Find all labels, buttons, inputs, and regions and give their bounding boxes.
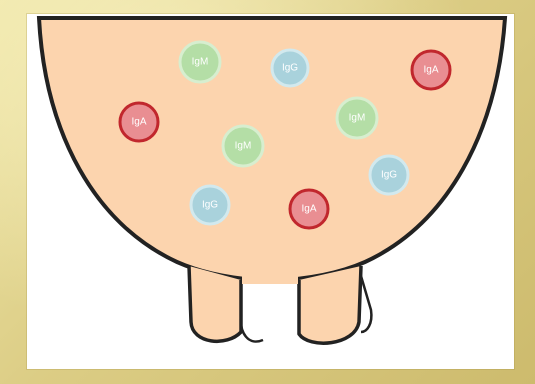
antibody-label: IgM <box>235 141 252 152</box>
udder-gap-fill <box>242 276 298 284</box>
udder-diagram: IgM IgG IgA IgA IgM IgM <box>27 14 514 369</box>
antibody-label: IgA <box>301 204 316 215</box>
antibody-label: IgM <box>192 57 209 68</box>
antibody-igm: IgM <box>337 98 377 138</box>
antibody-igg: IgG <box>191 186 229 224</box>
antibody-igm: IgM <box>223 126 263 166</box>
antibody-igg: IgG <box>370 156 408 194</box>
antibody-label: IgA <box>131 117 146 128</box>
antibody-label: IgG <box>202 200 218 211</box>
antibody-label: IgM <box>349 113 366 124</box>
left-teat-back <box>241 288 263 342</box>
antibody-igg: IgG <box>272 50 308 86</box>
antibody-label: IgG <box>381 170 397 181</box>
right-teat-back <box>361 276 371 332</box>
antibody-iga: IgA <box>412 51 450 89</box>
antibody-label: IgA <box>423 65 438 76</box>
antibody-label: IgG <box>282 63 298 74</box>
antibody-iga: IgA <box>290 190 328 228</box>
diagram-frame: IgM IgG IgA IgA IgM IgM <box>27 14 514 369</box>
antibody-igm: IgM <box>180 42 220 82</box>
antibody-iga: IgA <box>120 103 158 141</box>
